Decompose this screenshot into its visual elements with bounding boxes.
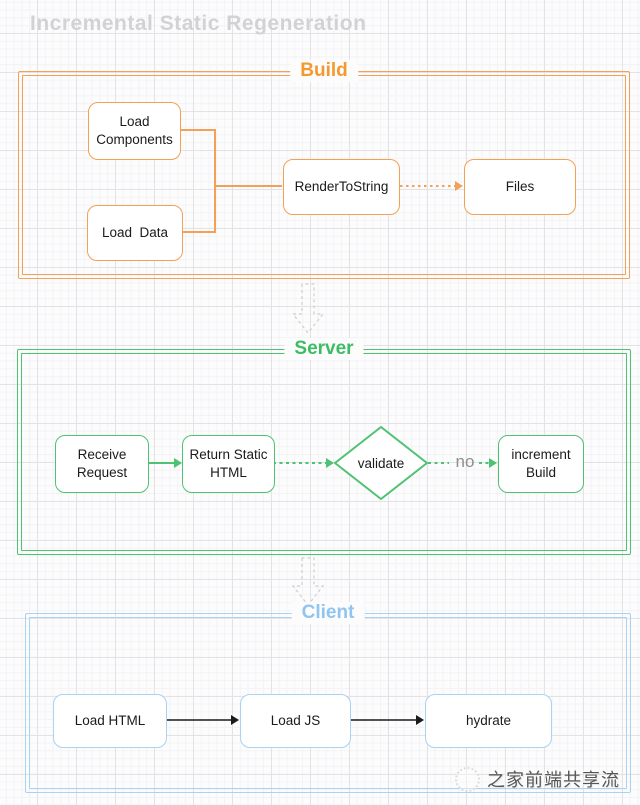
node-load-js: Load JS [240, 694, 351, 748]
node-validate-label: validate [357, 455, 405, 471]
node-receive-request: Receive Request [55, 435, 149, 493]
server-section-label: Server [284, 338, 364, 360]
server-section: Server [17, 338, 631, 555]
node-hydrate: hydrate [425, 694, 552, 748]
watermark: 之家前端共享流 [455, 766, 620, 792]
watermark-text: 之家前端共享流 [487, 770, 620, 790]
node-files: Files [464, 159, 576, 215]
build-section-label: Build [290, 60, 358, 82]
page-title: Incremental Static Regeneration [30, 12, 367, 35]
build-to-server-down-arrow-icon [291, 283, 325, 334]
client-section-label: Client [291, 602, 365, 624]
node-increment-build: increment Build [498, 435, 584, 493]
server-to-client-down-arrow-icon [291, 557, 325, 606]
node-render-to-string: RenderToString [283, 159, 400, 215]
build-section: Build [18, 60, 630, 279]
node-load-html: Load HTML [53, 694, 167, 748]
watermark-logo-icon [455, 766, 480, 792]
node-load-components: Load Components [88, 102, 181, 160]
client-section: Client [25, 602, 631, 793]
node-return-static-html: Return Static HTML [182, 435, 275, 493]
edge-label-no: no [455, 452, 475, 471]
node-load-data: Load Data [87, 205, 183, 261]
